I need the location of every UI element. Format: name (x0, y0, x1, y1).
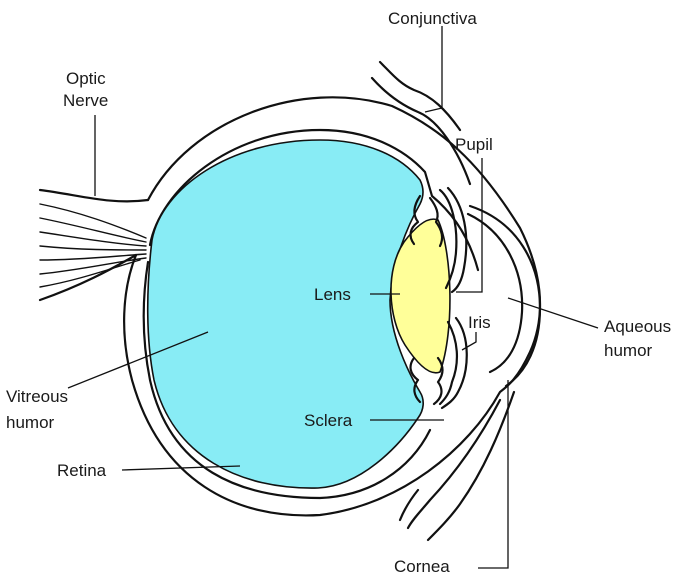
label-optic-nerve-line2: Nerve (63, 91, 108, 110)
optic-nerve-fibers (40, 190, 148, 300)
cornea-curves (468, 206, 540, 386)
label-aqueous-humor-line1: Aqueous (604, 317, 671, 336)
leader-conjunctiva (425, 26, 442, 112)
label-lens: Lens (314, 285, 351, 304)
label-iris: Iris (468, 313, 491, 332)
label-retina: Retina (57, 461, 107, 480)
leader-cornea (478, 380, 508, 568)
label-pupil: Pupil (455, 135, 493, 154)
label-sclera: Sclera (304, 411, 353, 430)
label-cornea: Cornea (394, 557, 450, 575)
label-conjunctiva: Conjunctiva (388, 9, 477, 28)
label-optic-nerve-line1: Optic (66, 69, 106, 88)
label-aqueous-humor-line2: humor (604, 341, 653, 360)
label-vitreous-humor-line2: humor (6, 413, 55, 432)
vitreous-humor-region (148, 140, 423, 488)
label-vitreous-humor-line1: Vitreous (6, 387, 68, 406)
